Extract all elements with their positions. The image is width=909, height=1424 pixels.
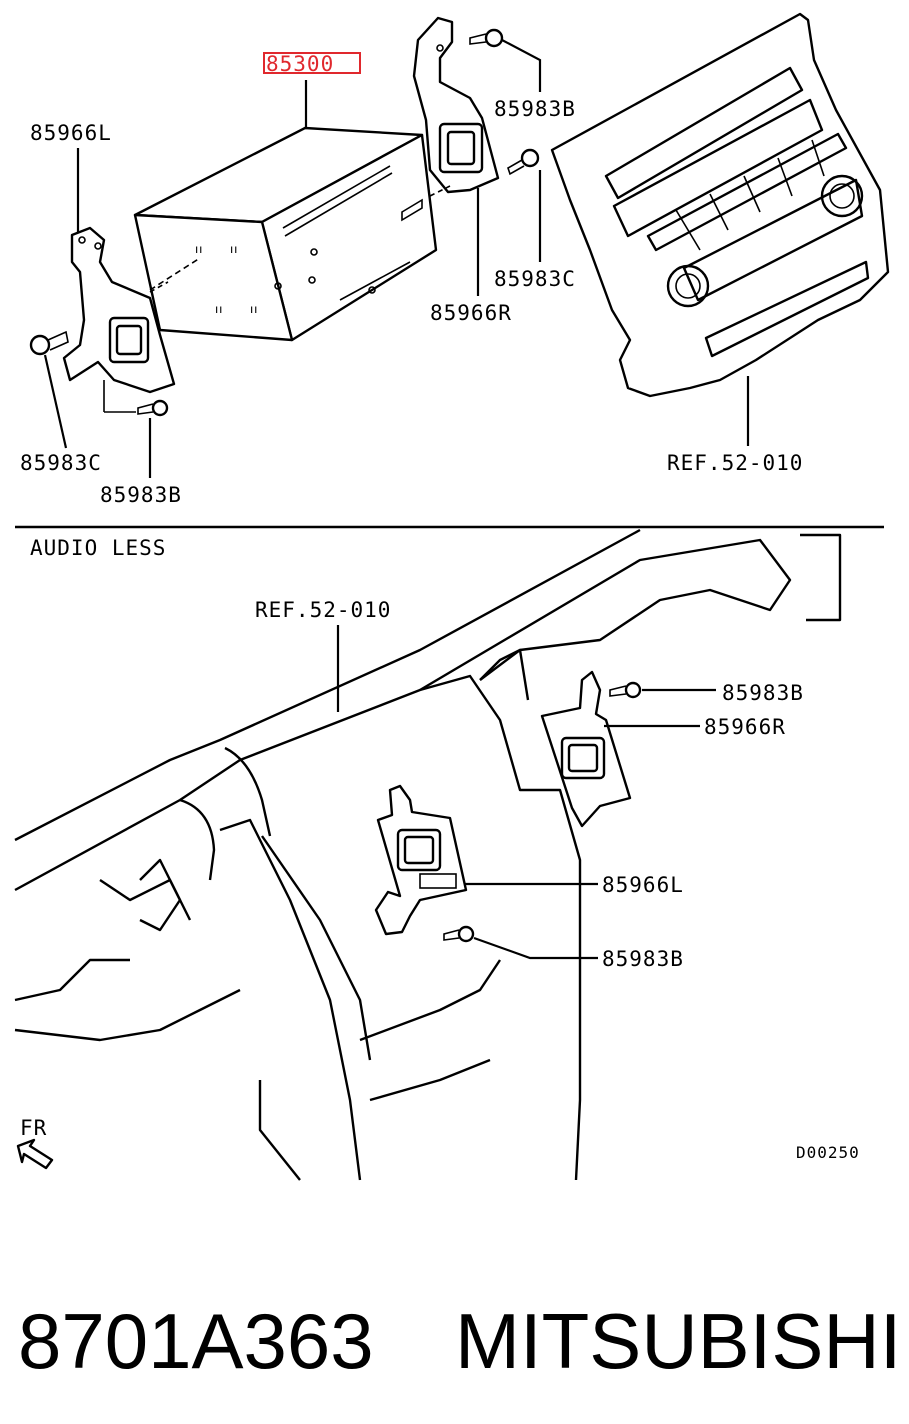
label-85983B-top-right: 85983B [494,97,576,121]
top-section: ᑊᑊ ᑊᑊ ᑊᑊ ᑊᑊ 85300 85966L 85983C [20,12,890,507]
footer: 8701A363 MITSUBISHI [18,1297,901,1385]
center-panel-top[interactable] [550,12,890,398]
bracket-right-bottom[interactable] [540,670,632,828]
label-85966L-bottom: 85966L [602,873,684,897]
part-number: 8701A363 [18,1297,374,1385]
bracket-right-top[interactable] [412,16,500,197]
label-85983B-upper: 85983B [722,681,804,705]
screw-right-top[interactable] [507,148,540,176]
screw-lower-bottom[interactable] [443,925,475,943]
label-85983B-lower: 85983B [602,947,684,971]
label-85966L-top: 85966L [30,121,112,145]
part-85300-label[interactable]: 85300 [263,52,361,128]
label-85983C-right: 85983C [494,267,576,291]
bracket-left-bottom[interactable] [374,784,468,936]
label-85983C-left: 85983C [20,451,102,475]
bottom-section: AUDIO LESS REF.52-010 [14,528,860,1181]
label-ref-bottom: REF.52-010 [255,598,391,622]
part-85300-text: 85300 [266,52,334,76]
label-ref-top: REF.52-010 [667,451,803,475]
dashboard-structure[interactable] [14,528,842,1181]
drawing-code: D00250 [796,1143,860,1162]
section-title-audio-less: AUDIO LESS [30,536,166,560]
svg-text:ᑊᑊ: ᑊᑊ [215,303,223,322]
svg-text:ᑊᑊ: ᑊᑊ [250,303,258,322]
label-85966R-top: 85966R [430,301,512,325]
screw-upper-bottom[interactable] [609,681,642,699]
screw-bottom-top[interactable] [103,380,169,417]
bracket-left-top[interactable] [62,226,176,394]
svg-text:ᑊᑊ: ᑊᑊ [195,243,203,262]
screw-top-right[interactable] [469,28,504,48]
svg-text:ᑊᑊ: ᑊᑊ [230,243,238,262]
screw-left-top[interactable] [29,330,69,356]
fr-arrow-icon: FR [16,1116,54,1170]
brand-name: MITSUBISHI [455,1297,901,1385]
direction-label: FR [20,1116,47,1140]
label-85966R-bottom: 85966R [704,715,786,739]
label-85983B-bottom: 85983B [100,483,182,507]
audio-unit[interactable]: ᑊᑊ ᑊᑊ ᑊᑊ ᑊᑊ [133,126,438,342]
